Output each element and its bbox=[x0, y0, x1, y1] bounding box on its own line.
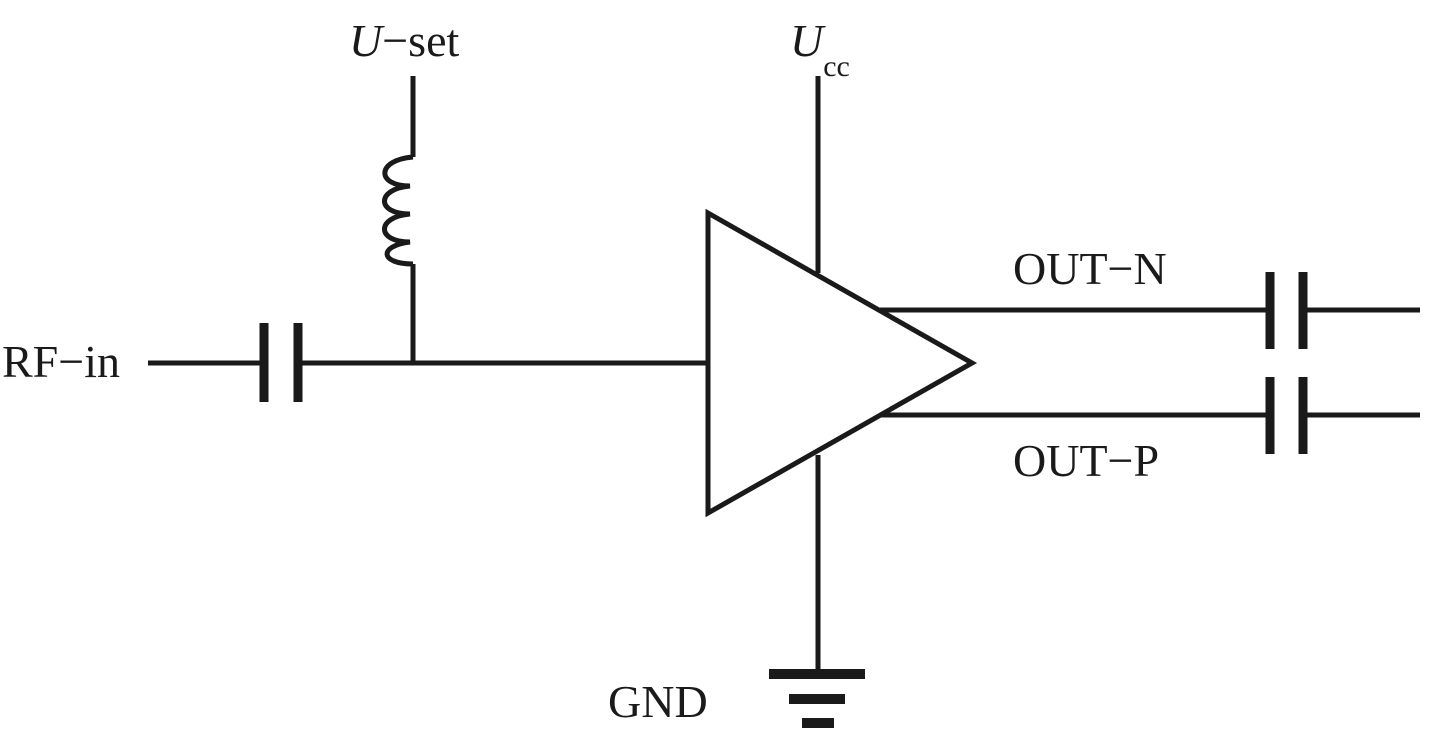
u-set-suffix: −set bbox=[382, 15, 459, 66]
out-p-label: OUT−P bbox=[1013, 435, 1159, 486]
ground-icon bbox=[769, 669, 865, 728]
u-set-label: U−set bbox=[349, 15, 459, 66]
bias-inductor bbox=[382, 154, 414, 267]
ucc-symbol: U bbox=[790, 15, 826, 66]
rf-in-label: RF−in bbox=[2, 336, 120, 387]
ucc-label: Ucc bbox=[790, 15, 850, 83]
out-n-label: OUT−N bbox=[1013, 243, 1167, 294]
amplifier-triangle bbox=[705, 208, 978, 518]
u-set-symbol: U bbox=[349, 15, 385, 66]
gnd-label: GND bbox=[608, 676, 708, 727]
ucc-subscript: cc bbox=[823, 50, 850, 83]
